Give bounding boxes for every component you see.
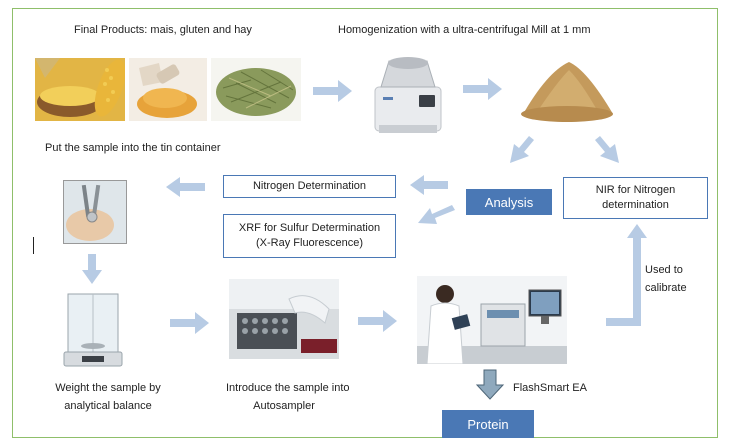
introduce-label-line2: Autosampler xyxy=(253,400,315,412)
analysis-box: Analysis xyxy=(466,189,552,215)
nitrogen-determination-box: Nitrogen Determination xyxy=(223,175,396,198)
arrow-flashsmart-to-protein xyxy=(475,369,505,400)
arrow-mill-to-powder xyxy=(463,78,502,100)
protein-box: Protein xyxy=(442,410,534,438)
xrf-line2: (X-Ray Fluorescence) xyxy=(256,237,363,249)
arrow-tin-to-balance xyxy=(82,254,102,284)
text-cursor xyxy=(33,237,34,254)
arrow-analysis-to-xrf xyxy=(418,205,455,224)
mill-photo xyxy=(369,47,447,139)
flashsmart-photo xyxy=(417,276,567,364)
homogenization-label: Homogenization with a ultra-centrifugal … xyxy=(338,24,591,36)
final-products-label: Final Products: mais, gluten and hay xyxy=(74,24,252,36)
arrow-nitrogen-to-tin xyxy=(166,177,205,197)
introduce-label-line1: Introduce the sample into xyxy=(226,382,350,394)
nir-line1: NIR for Nitrogen xyxy=(595,184,676,196)
balance-photo xyxy=(60,290,126,370)
xrf-line1: XRF for Sulfur Determination xyxy=(238,222,381,234)
calibrate-label: calibrate xyxy=(645,282,687,294)
nir-line2: determination xyxy=(602,199,669,211)
autosampler-photo xyxy=(229,279,339,359)
put-sample-label: Put the sample into the tin container xyxy=(45,142,221,154)
arrow-analysis-to-nitrogen xyxy=(410,175,448,195)
flashsmart-label: FlashSmart EA xyxy=(513,382,587,394)
hay-photo xyxy=(211,58,301,121)
weight-label-line2: analytical balance xyxy=(64,400,152,412)
gluten-photo xyxy=(129,58,207,121)
xrf-sulfur-box: XRF for Sulfur Determination (X-Ray Fluo… xyxy=(223,214,396,258)
arrow-products-to-mill xyxy=(313,80,352,102)
arrow-balance-to-autosampler xyxy=(170,312,209,334)
corn-photo xyxy=(35,58,125,121)
arrow-autosampler-to-flashsmart xyxy=(358,310,397,332)
arrow-powder-to-nir xyxy=(595,136,619,163)
tin-container-photo xyxy=(63,180,127,244)
nir-nitrogen-box: NIR for Nitrogen determination xyxy=(563,177,708,219)
powder-photo xyxy=(517,52,617,124)
weight-label-line1: Weight the sample by xyxy=(55,382,161,394)
arrow-powder-to-analysis xyxy=(510,136,534,163)
used-to-label: Used to xyxy=(645,264,683,276)
arrow-flashsmart-to-nir xyxy=(606,224,647,326)
